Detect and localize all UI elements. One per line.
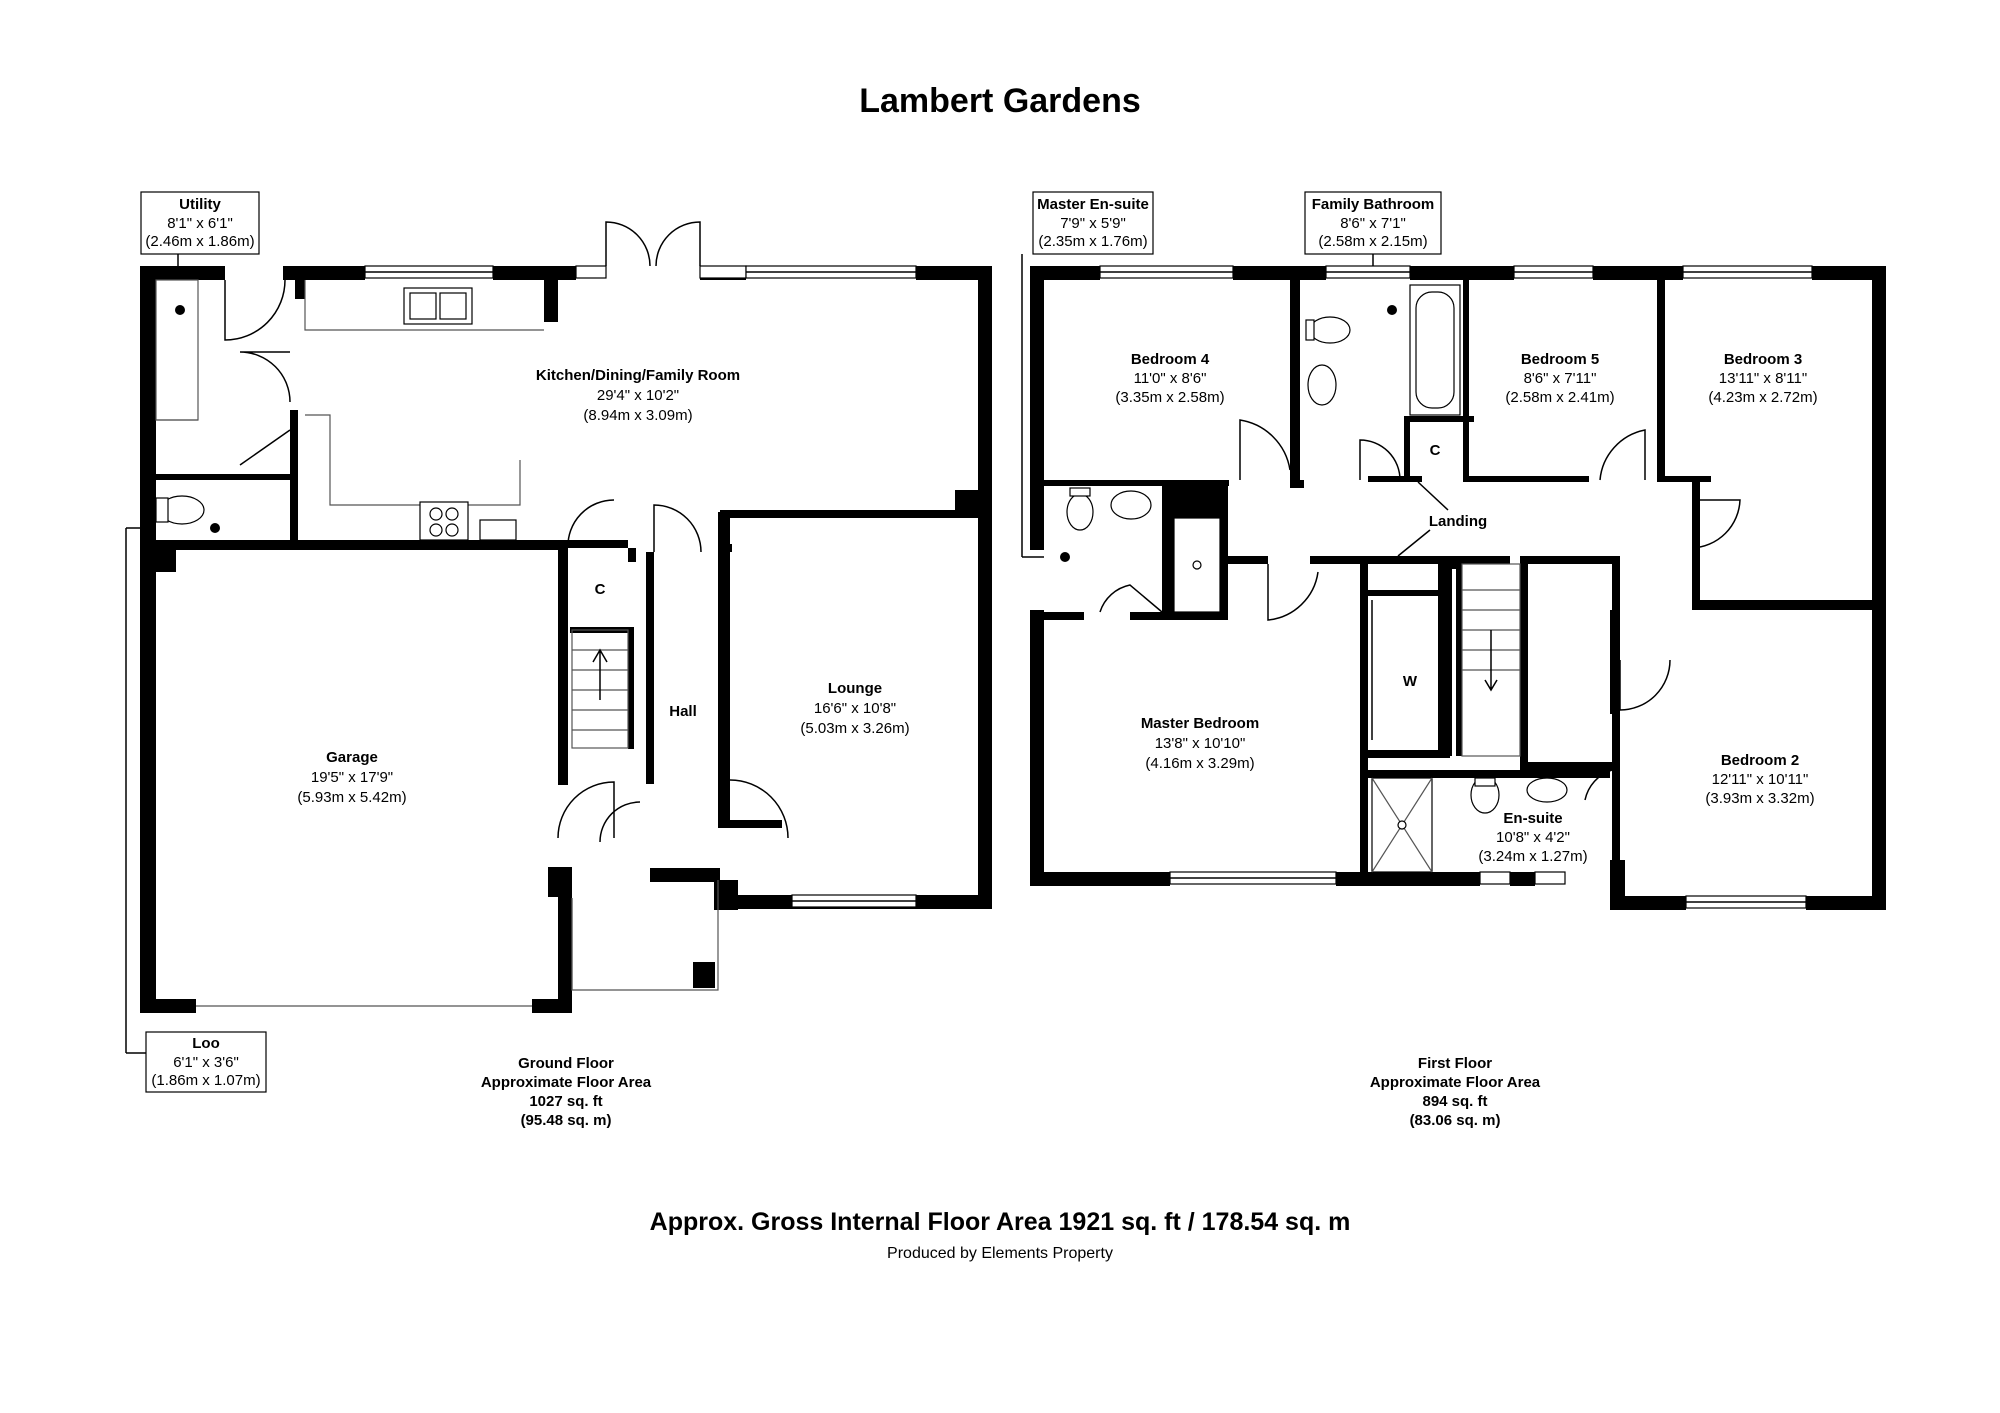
svg-text:(4.23m x 2.72m): (4.23m x 2.72m) xyxy=(1708,389,1817,406)
room-label-kitchen: Kitchen/Dining/Family Room 29'4" x 10'2"… xyxy=(536,367,740,424)
room-label-bedroom-4: Bedroom 4 11'0" x 8'6" (3.35m x 2.58m) xyxy=(1115,351,1224,406)
page-title: Lambert Gardens xyxy=(859,82,1141,120)
svg-text:(95.48 sq. m): (95.48 sq. m) xyxy=(521,1112,612,1129)
svg-text:8'6" x 7'11": 8'6" x 7'11" xyxy=(1524,370,1597,387)
svg-text:(3.35m x 2.58m): (3.35m x 2.58m) xyxy=(1115,389,1224,406)
svg-text:8'1" x 6'1": 8'1" x 6'1" xyxy=(167,215,233,232)
svg-text:8'6" x 7'1": 8'6" x 7'1" xyxy=(1340,215,1406,232)
room-label-landing: Landing xyxy=(1429,513,1487,530)
svg-text:(2.58m x 2.41m): (2.58m x 2.41m) xyxy=(1505,389,1614,406)
svg-text:First Floor: First Floor xyxy=(1418,1055,1492,1072)
svg-text:Garage: Garage xyxy=(326,749,378,766)
svg-text:Bedroom 3: Bedroom 3 xyxy=(1724,351,1802,368)
svg-text:(8.94m x 3.09m): (8.94m x 3.09m) xyxy=(583,407,692,424)
first-floor-summary: First Floor Approximate Floor Area 894 s… xyxy=(1370,1055,1541,1129)
svg-text:894 sq. ft: 894 sq. ft xyxy=(1422,1093,1487,1110)
first-floor-plan xyxy=(1030,265,1886,910)
svg-text:Ground Floor: Ground Floor xyxy=(518,1055,614,1072)
room-label-cupboard-first: C xyxy=(1430,442,1441,459)
ground-floor-plan xyxy=(140,221,992,1013)
room-label-garage: Garage 19'5" x 17'9" (5.93m x 5.42m) xyxy=(297,749,406,806)
room-label-family-bathroom: Family Bathroom 8'6" x 7'1" (2.58m x 2.1… xyxy=(1304,191,1442,266)
svg-text:Bedroom 4: Bedroom 4 xyxy=(1131,351,1210,368)
svg-text:(2.58m x 2.15m): (2.58m x 2.15m) xyxy=(1318,233,1427,250)
svg-text:Approximate Floor Area: Approximate Floor Area xyxy=(481,1074,652,1091)
svg-text:19'5" x 17'9": 19'5" x 17'9" xyxy=(311,769,393,786)
svg-text:(83.06 sq. m): (83.06 sq. m) xyxy=(1410,1112,1501,1129)
svg-text:13'8" x 10'10": 13'8" x 10'10" xyxy=(1155,735,1246,752)
svg-text:Utility: Utility xyxy=(179,196,221,213)
room-label-wardrobe: W xyxy=(1403,673,1418,690)
ground-floor-summary: Ground Floor Approximate Floor Area 1027… xyxy=(481,1055,652,1129)
svg-text:Loo: Loo xyxy=(192,1035,220,1052)
svg-text:Master En-suite: Master En-suite xyxy=(1037,196,1149,213)
svg-text:(4.16m x 3.29m): (4.16m x 3.29m) xyxy=(1145,755,1254,772)
svg-text:16'6" x 10'8": 16'6" x 10'8" xyxy=(814,700,896,717)
svg-text:7'9" x 5'9": 7'9" x 5'9" xyxy=(1060,215,1126,232)
svg-text:(1.86m x 1.07m): (1.86m x 1.07m) xyxy=(151,1072,260,1089)
room-label-utility: Utility 8'1" x 6'1" (2.46m x 1.86m) xyxy=(140,191,260,266)
svg-text:10'8" x 4'2": 10'8" x 4'2" xyxy=(1496,829,1570,846)
svg-text:Bedroom 2: Bedroom 2 xyxy=(1721,752,1799,769)
svg-text:Master Bedroom: Master Bedroom xyxy=(1141,715,1259,732)
room-label-bedroom-2: Bedroom 2 12'11" x 10'11" (3.93m x 3.32m… xyxy=(1705,752,1814,807)
room-label-loo: Loo 6'1" x 3'6" (1.86m x 1.07m) xyxy=(125,527,267,1093)
gross-floor-area: Approx. Gross Internal Floor Area 1921 s… xyxy=(650,1208,1351,1236)
svg-text:(5.93m x 5.42m): (5.93m x 5.42m) xyxy=(297,789,406,806)
svg-text:(2.35m x 1.76m): (2.35m x 1.76m) xyxy=(1038,233,1147,250)
room-label-ensuite: En-suite 10'8" x 4'2" (3.24m x 1.27m) xyxy=(1478,810,1587,865)
room-label-hall: Hall xyxy=(669,703,697,720)
svg-text:(2.46m x 1.86m): (2.46m x 1.86m) xyxy=(145,233,254,250)
svg-text:(3.93m x 3.32m): (3.93m x 3.32m) xyxy=(1705,790,1814,807)
svg-text:Family Bathroom: Family Bathroom xyxy=(1312,196,1435,213)
room-label-lounge: Lounge 16'6" x 10'8" (5.03m x 3.26m) xyxy=(800,680,909,737)
svg-text:Kitchen/Dining/Family Room: Kitchen/Dining/Family Room xyxy=(536,367,740,384)
svg-text:Approximate Floor Area: Approximate Floor Area xyxy=(1370,1074,1541,1091)
room-label-bedroom-5: Bedroom 5 8'6" x 7'11" (2.58m x 2.41m) xyxy=(1505,351,1614,406)
svg-text:(3.24m x 1.27m): (3.24m x 1.27m) xyxy=(1478,848,1587,865)
svg-text:13'11" x 8'11": 13'11" x 8'11" xyxy=(1719,370,1807,387)
svg-text:En-suite: En-suite xyxy=(1503,810,1562,827)
producer-credit: Produced by Elements Property xyxy=(887,1245,1113,1262)
room-label-cupboard: C xyxy=(595,581,606,598)
svg-text:(5.03m x 3.26m): (5.03m x 3.26m) xyxy=(800,720,909,737)
room-label-master-bedroom: Master Bedroom 13'8" x 10'10" (4.16m x 3… xyxy=(1141,715,1259,772)
svg-text:29'4" x 10'2": 29'4" x 10'2" xyxy=(597,387,679,404)
svg-text:Lounge: Lounge xyxy=(828,680,882,697)
svg-text:1027 sq. ft: 1027 sq. ft xyxy=(529,1093,602,1110)
svg-text:Bedroom 5: Bedroom 5 xyxy=(1521,351,1599,368)
room-label-bedroom-3: Bedroom 3 13'11" x 8'11" (4.23m x 2.72m) xyxy=(1708,351,1817,406)
svg-text:12'11" x 10'11": 12'11" x 10'11" xyxy=(1712,771,1809,788)
svg-text:11'0" x 8'6": 11'0" x 8'6" xyxy=(1134,370,1207,387)
svg-text:6'1" x 3'6": 6'1" x 3'6" xyxy=(173,1054,239,1071)
room-label-master-ensuite: Master En-suite 7'9" x 5'9" (2.35m x 1.7… xyxy=(1021,191,1154,558)
